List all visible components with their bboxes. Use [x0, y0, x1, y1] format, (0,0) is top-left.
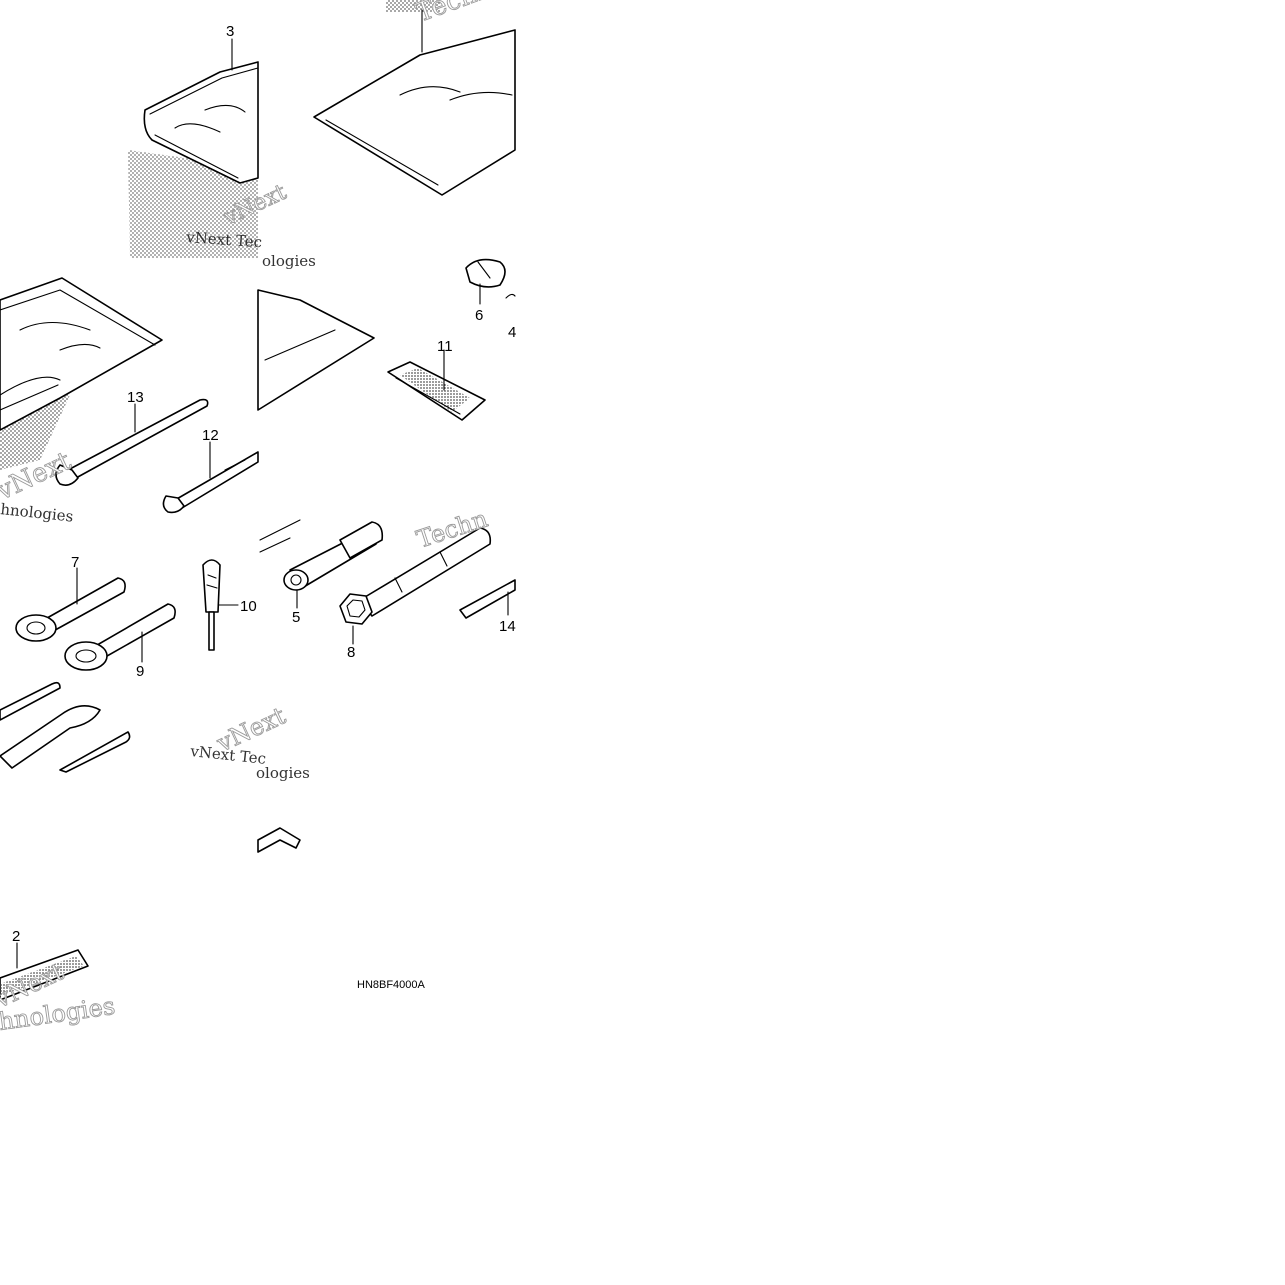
- callout-8: 8: [347, 644, 355, 661]
- watermark-text-6: ologies: [262, 252, 316, 270]
- part-code: HN8BF4000A: [357, 979, 426, 991]
- wrench-icon: [162, 451, 259, 514]
- callout-3: 3: [226, 23, 234, 40]
- callout-6: 6: [475, 307, 483, 324]
- tool-bag-icon: [313, 29, 516, 196]
- callout-13: 13: [127, 389, 144, 406]
- callout-12: 12: [202, 427, 219, 444]
- tool-bag-icon: [257, 289, 375, 411]
- wrench-fragment: [259, 519, 301, 553]
- callout-9: 9: [136, 663, 144, 680]
- tool-bag-icon: [0, 949, 89, 1001]
- tool-bag-icon: [0, 277, 163, 431]
- callout-4: 4: [508, 324, 516, 341]
- tile-lower-right: 5 8 14 Techn: [259, 504, 516, 661]
- watermark-text-3: Techn: [412, 0, 497, 29]
- tile-top-right: Techn: [313, 0, 516, 196]
- strap-icon: [387, 361, 486, 421]
- wrench-icon: [55, 398, 209, 486]
- wrench-icon: [15, 577, 126, 642]
- tool-bag-icon: [143, 61, 259, 184]
- tile-middle-right: ologies 6 4 11: [257, 252, 516, 421]
- callout-14: 14: [499, 618, 516, 635]
- tile-top-left: 3 vNext Tec vNext: [128, 23, 291, 258]
- socket-wrench-icon: [283, 521, 384, 591]
- pliers-icon: [0, 681, 131, 773]
- wrench-icon: [64, 603, 176, 671]
- tile-bottom-right: ologies HN8BF4000A: [256, 764, 426, 991]
- tile-middle-left: 13 12 vNext hnologies: [0, 277, 259, 526]
- tile-lower-left: 7 9 10 vNext Tec vNext: [0, 554, 291, 773]
- pliers-icon: [465, 258, 506, 288]
- watermark-text-5: hnologies: [0, 500, 74, 526]
- hex-key-icon: [257, 827, 301, 853]
- hex-key-icon: [459, 579, 516, 619]
- callout-10: 10: [240, 598, 257, 615]
- socket-wrench-icon: [339, 527, 492, 625]
- tile-bottom-left: 2 vNext hnologies: [0, 928, 117, 1036]
- screwdriver-icon: [202, 559, 221, 651]
- watermark-text-12: ologies: [256, 764, 310, 782]
- screwdriver-icon: [505, 293, 516, 299]
- watermark-text-1: vNext Tec: [185, 228, 263, 251]
- callout-2: 2: [12, 928, 20, 945]
- callout-5: 5: [292, 609, 300, 626]
- callout-11: 11: [437, 338, 453, 355]
- callout-7: 7: [71, 554, 79, 571]
